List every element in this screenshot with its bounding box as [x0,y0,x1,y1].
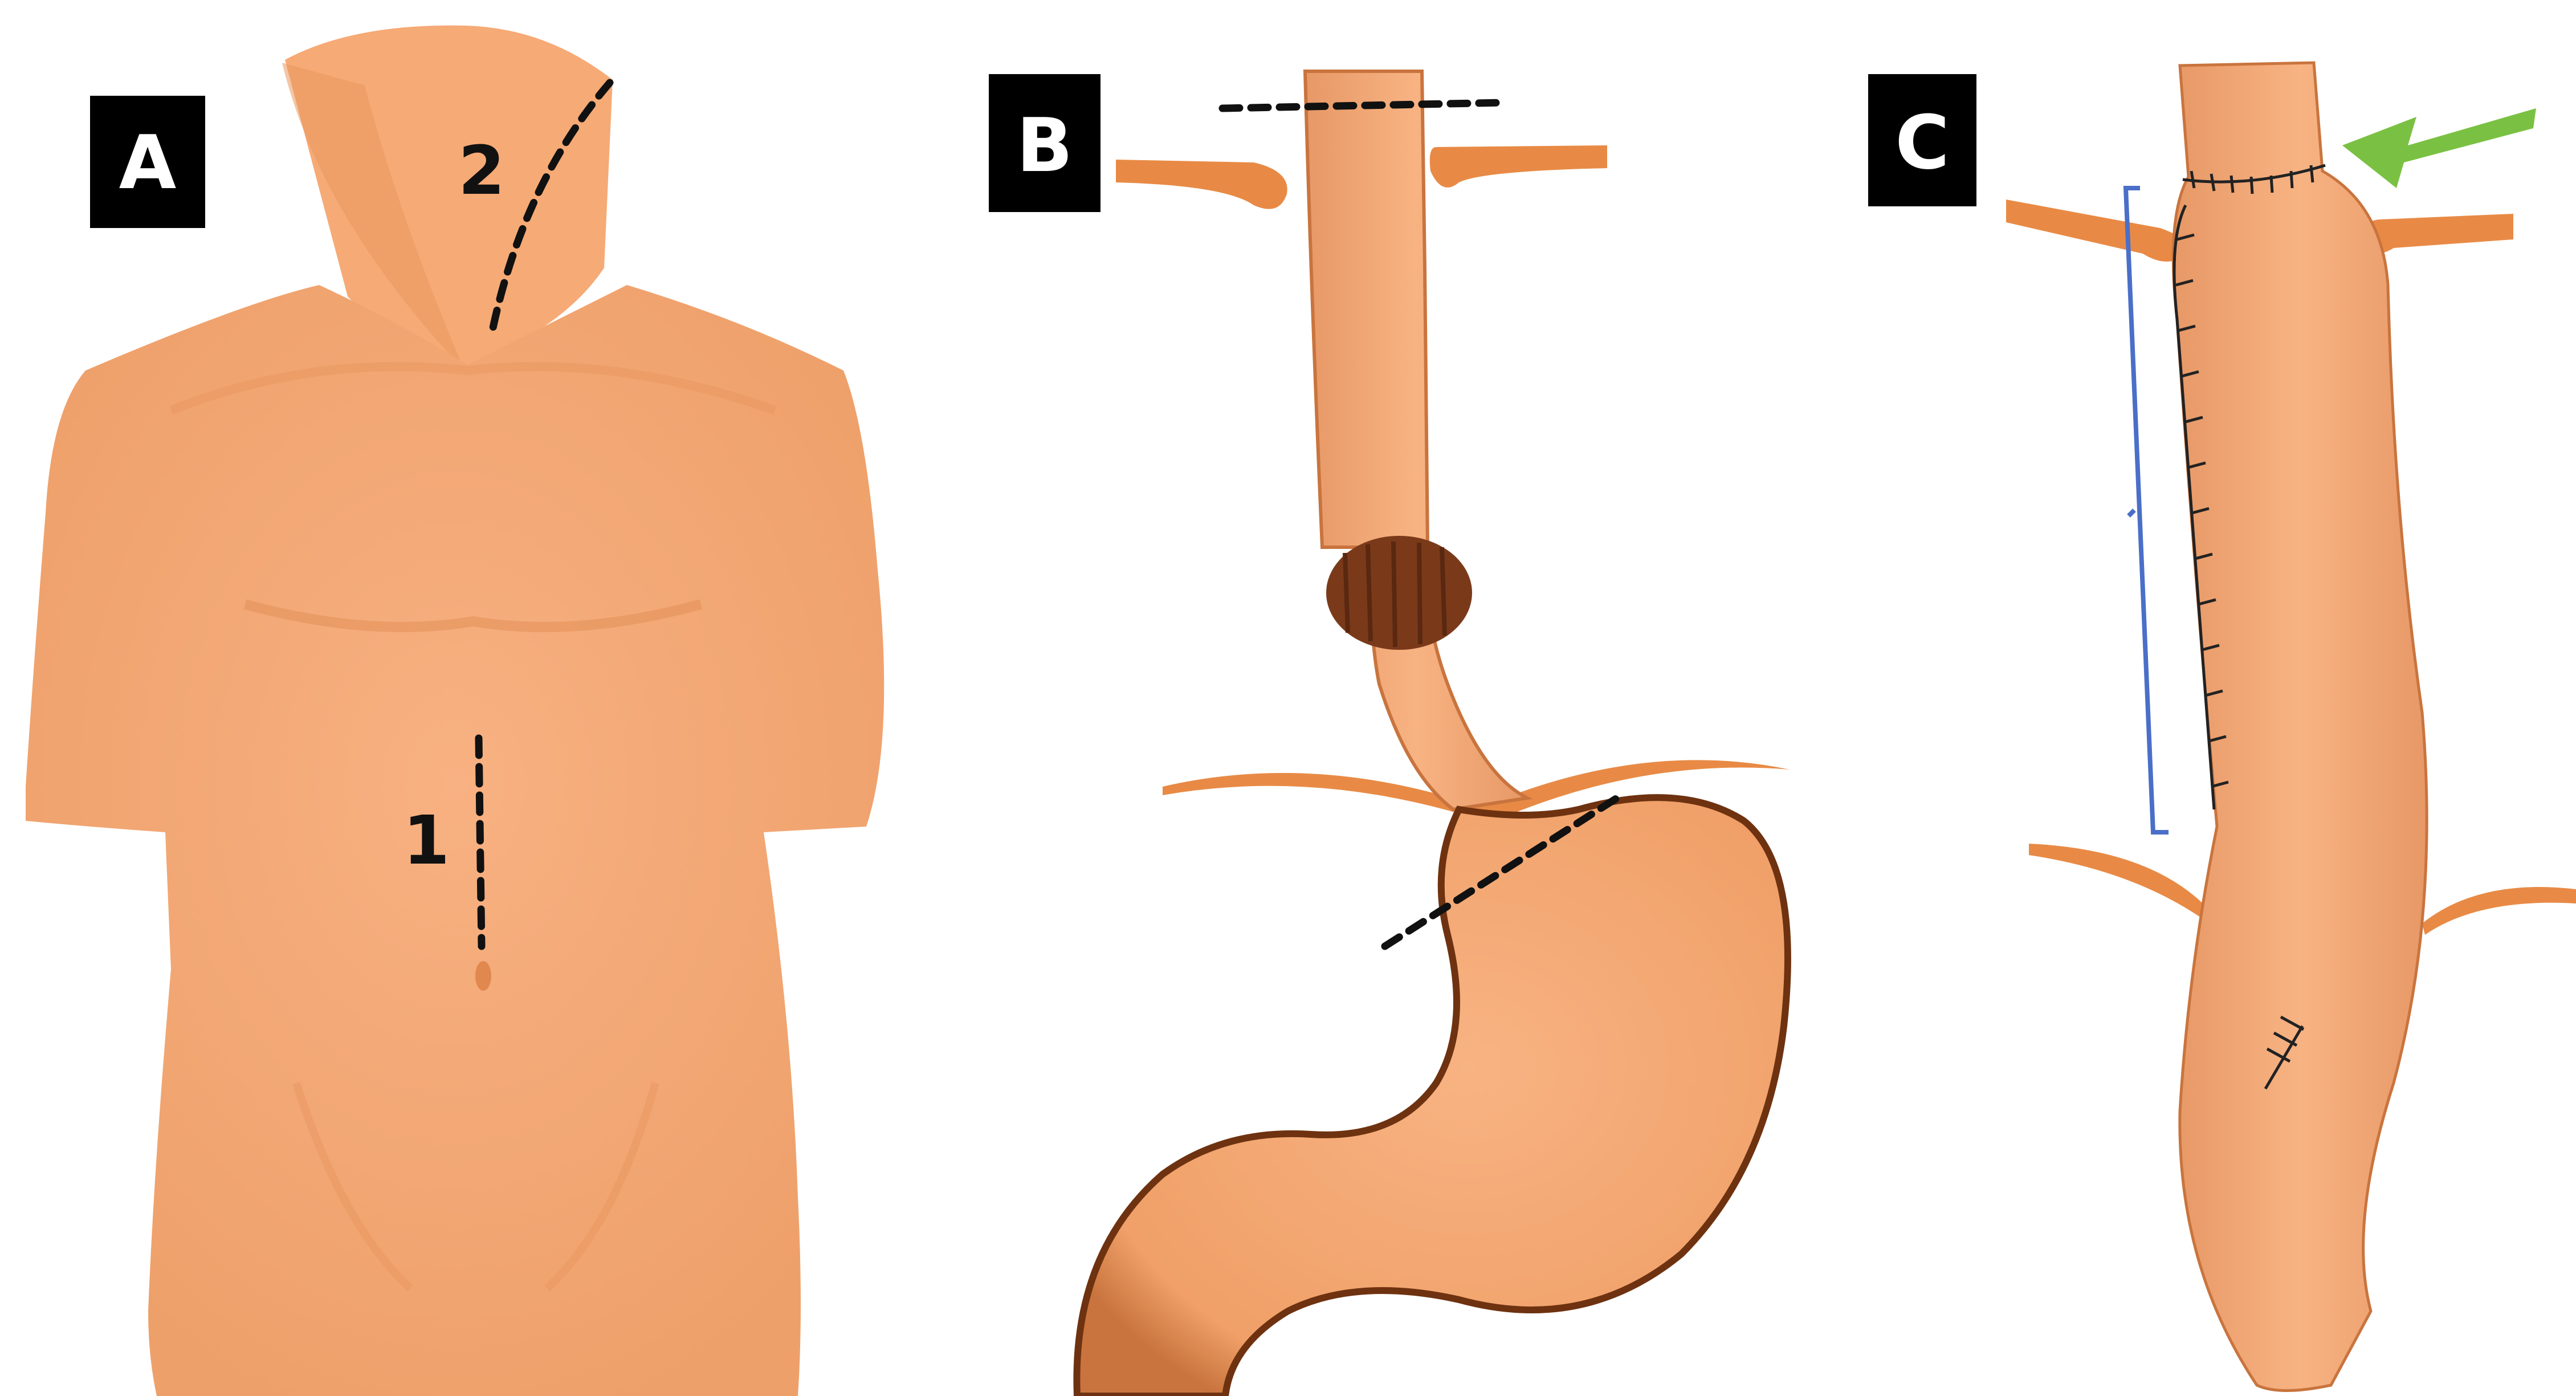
incision-1-label: 1 [403,801,450,880]
left-vessel-c [2006,200,2186,262]
panel-c: C [1868,63,2576,1391]
arrow-icon [2342,108,2536,188]
panel-a: 1 2 A [26,26,884,1396]
incision-1-line [479,738,482,946]
torso [26,285,884,1396]
diaphragm-c-right [2422,887,2576,935]
panel-b-label: B [1016,102,1073,189]
diaphragm-c [2029,844,2217,929]
panel-a-label: A [119,119,177,206]
gastric-conduit [2173,63,2427,1391]
navel [475,961,491,991]
panel-c-label: C [1895,99,1949,186]
incision-2-label: 2 [458,131,505,210]
esophagus [1305,71,1527,809]
right-vessel-b [1430,145,1607,188]
left-vessel-b [1116,160,1287,209]
panel-b: B [989,71,1790,1396]
right-vessel-c [2360,214,2513,253]
upper-transection-line [1222,103,1505,108]
stomach [1077,797,1788,1396]
bracket-icon [2126,188,2169,832]
